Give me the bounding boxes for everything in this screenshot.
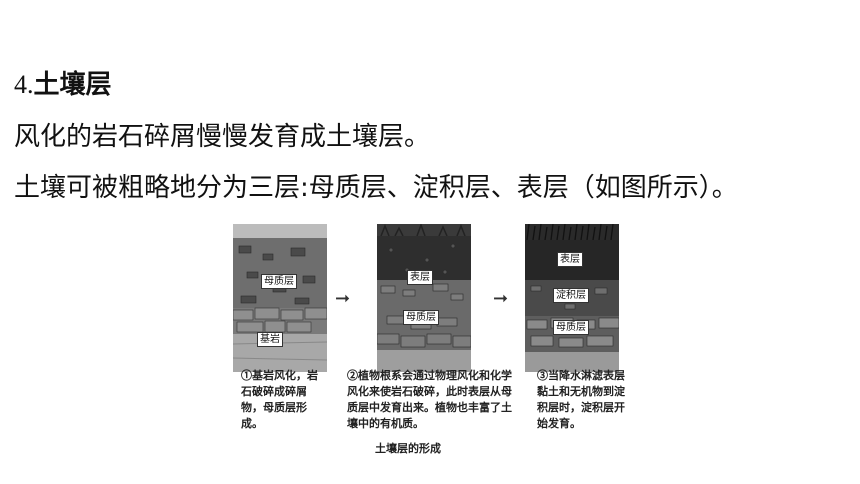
soil-block-stage-3: 表层 淀积层 母质层 [525,224,619,372]
soil-block-stage-2: 表层 母质层 [377,224,471,372]
figure-title: 土壤层的形成 [375,442,441,455]
section-number: 4. [14,70,34,99]
layer-label: 表层 [557,252,583,267]
soil-block-1-illustration [233,224,327,372]
paragraph-2: 土壤可被粗略地分为三层:母质层、淀积层、表层（如图所示）。 [14,173,738,203]
caption-stage-3: ③当降水淋滤表层黏土和无机物到淀积层时，淀积层开始发育。 [537,369,625,430]
section-title: 土壤层 [33,70,112,100]
caption-stage-2: ②植物根系会通过物理风化和化学风化来使岩石破碎，此时表层从母质层中发育出来。植物… [347,369,512,430]
soil-block-2-illustration [377,224,471,372]
layer-label: 母质层 [261,274,297,289]
soil-block-stage-1: 母质层 基岩 [233,224,327,372]
paragraph-1: 风化的岩石碎屑慢慢发育成土壤层。 [14,122,431,152]
layer-label: 母质层 [403,310,439,325]
section-heading: 4.土壤层 [14,68,112,102]
arrow-right-icon: ➞ [335,288,351,309]
soil-formation-figure: 母质层 基岩 ➞ 表层 母质层 ➞ [225,212,630,462]
layer-label: 表层 [407,270,433,285]
layer-label: 基岩 [257,332,283,347]
arrow-right-icon: ➞ [493,288,509,309]
layer-label: 淀积层 [553,288,589,303]
caption-stage-1: ①基岩风化，岩石破碎成碎屑物，母质层形成。 [241,369,318,430]
layer-label: 母质层 [553,320,589,335]
